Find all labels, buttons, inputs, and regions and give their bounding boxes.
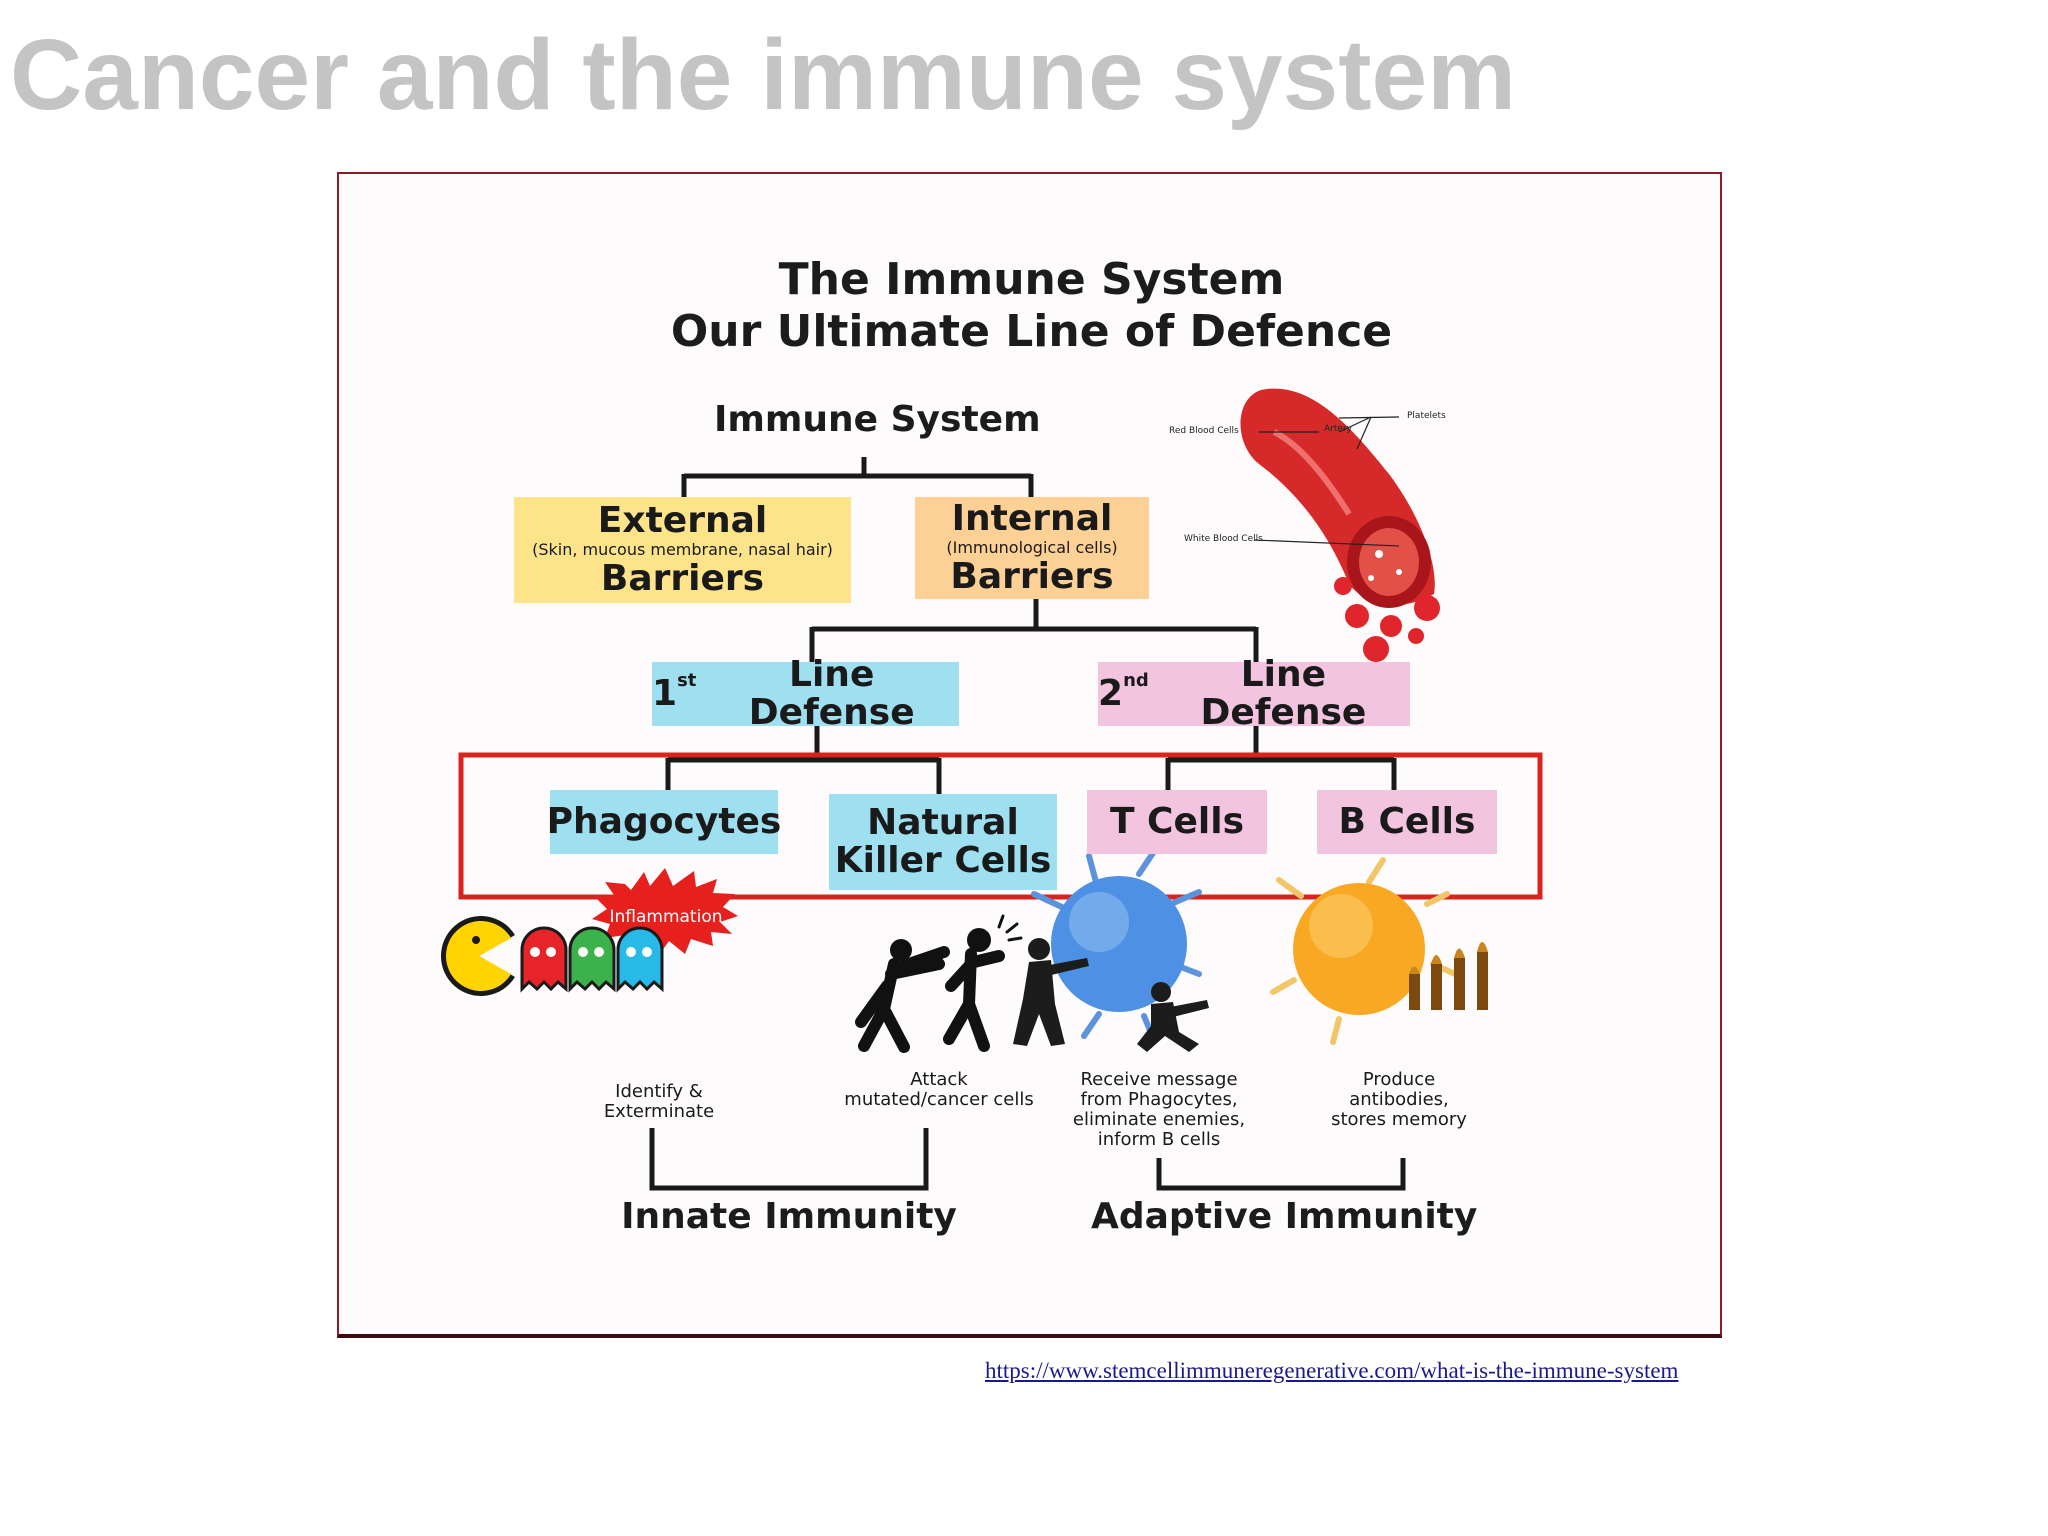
tree-connectors xyxy=(649,457,1406,1191)
t-caption-line4: inform B cells xyxy=(1097,1129,1221,1150)
highlight-rect xyxy=(458,752,1543,900)
external-title: External xyxy=(597,500,768,541)
adaptive-immunity-label: Adaptive Immunity xyxy=(1091,1196,1478,1237)
bracket-adaptive xyxy=(1156,1158,1406,1191)
external-detail: (Skin, mucous membrane, nasal hair) xyxy=(532,540,833,559)
t-cells-label: T Cells xyxy=(1109,801,1245,842)
b-cells-label: B Cells xyxy=(1338,801,1476,842)
connector-second-line xyxy=(1165,724,1397,790)
phagocytes-caption: Identify & Exterminate xyxy=(559,1082,759,1122)
first-line-num: 1 xyxy=(652,673,678,714)
connector-first-line xyxy=(665,724,942,794)
connector-internal xyxy=(809,599,1259,662)
first-line-sup: st xyxy=(677,670,697,691)
diagram-title-line2: Our Ultimate Line of Defence xyxy=(670,306,1393,357)
nk-caption: Attack mutated/cancer cells xyxy=(809,1070,1069,1110)
innate-immunity-label: Innate Immunity xyxy=(621,1196,957,1237)
diagram-graphics xyxy=(440,388,1543,1191)
phagocytes-box: Phagocytes xyxy=(547,790,781,854)
diagram-frame: The Immune System Our Ultimate Line of D… xyxy=(337,172,1722,1338)
inflammation-label: Inflammation xyxy=(609,907,723,927)
t-caption-line1: Receive message xyxy=(1080,1069,1238,1090)
t-cell-illustration xyxy=(1013,847,1209,1052)
second-line-label: Line Defense xyxy=(1200,654,1367,733)
root-label: Immune System xyxy=(714,399,1041,440)
second-line-sup: nd xyxy=(1123,670,1149,691)
internal-barriers-box: Internal (Immunological cells) Barriers xyxy=(915,497,1149,599)
internal-title: Internal xyxy=(951,498,1113,539)
b-cell-illustration xyxy=(1270,857,1488,1045)
internal-subtitle: Barriers xyxy=(950,556,1114,597)
nk-caption-line2: mutated/cancer cells xyxy=(844,1089,1034,1110)
natural-killer-cells-box: Natural Killer Cells xyxy=(829,794,1057,890)
nk-label-line1: Natural xyxy=(867,802,1019,843)
phagocytes-caption-line1: Identify & xyxy=(615,1081,703,1102)
blood-vessel-illustration xyxy=(1240,388,1440,662)
bracket-innate xyxy=(649,1128,929,1191)
nk-caption-line1: Attack xyxy=(910,1069,968,1090)
t-caption-line2: from Phagocytes, xyxy=(1080,1089,1238,1110)
b-cells-caption: Produce antibodies, stores memory xyxy=(1289,1070,1509,1130)
phagocytes-label: Phagocytes xyxy=(546,801,782,842)
t-cells-box: T Cells xyxy=(1087,790,1267,854)
diagram-title: The Immune System Our Ultimate Line of D… xyxy=(339,254,1724,358)
b-caption-line1: Produce xyxy=(1362,1069,1436,1090)
t-caption-line3: eliminate enemies, xyxy=(1072,1109,1246,1130)
attack-figures-illustration xyxy=(855,914,1023,1053)
b-cells-box: B Cells xyxy=(1317,790,1497,854)
second-line-num: 2 xyxy=(1098,673,1124,714)
phagocytes-caption-line2: Exterminate xyxy=(603,1101,715,1122)
slide-title: Cancer and the immune system xyxy=(10,19,1517,131)
white-blood-cells-label: White Blood Cells xyxy=(1184,534,1263,544)
t-cells-caption: Receive message from Phagocytes, elimina… xyxy=(1049,1070,1269,1150)
first-line-label: Line Defense xyxy=(748,654,915,733)
red-blood-cells-label: Red Blood Cells xyxy=(1169,426,1239,436)
b-caption-line2: antibodies, xyxy=(1349,1089,1449,1110)
b-caption-line3: stores memory xyxy=(1331,1109,1467,1130)
pacman-illustration xyxy=(440,916,664,996)
source-link[interactable]: https://www.stemcellimmuneregenerative.c… xyxy=(985,1358,1679,1383)
diagram-title-line1: The Immune System xyxy=(778,254,1285,305)
external-subtitle: Barriers xyxy=(600,558,765,599)
platelets-label: Platelets xyxy=(1407,411,1446,421)
artery-label: Artery xyxy=(1324,424,1352,434)
internal-detail: (Immunological cells) xyxy=(946,538,1118,557)
nk-label-line2: Killer Cells xyxy=(834,840,1052,881)
connector-root xyxy=(681,457,1034,499)
external-barriers-box: External (Skin, mucous membrane, nasal h… xyxy=(514,497,851,603)
